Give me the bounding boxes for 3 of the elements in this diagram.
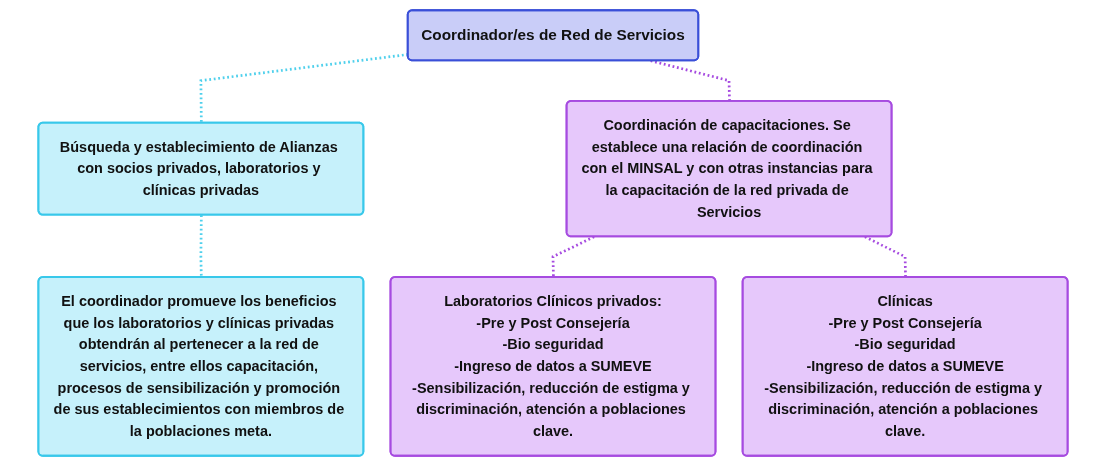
connector	[551, 235, 595, 278]
connector	[199, 215, 203, 278]
connector	[864, 235, 907, 278]
